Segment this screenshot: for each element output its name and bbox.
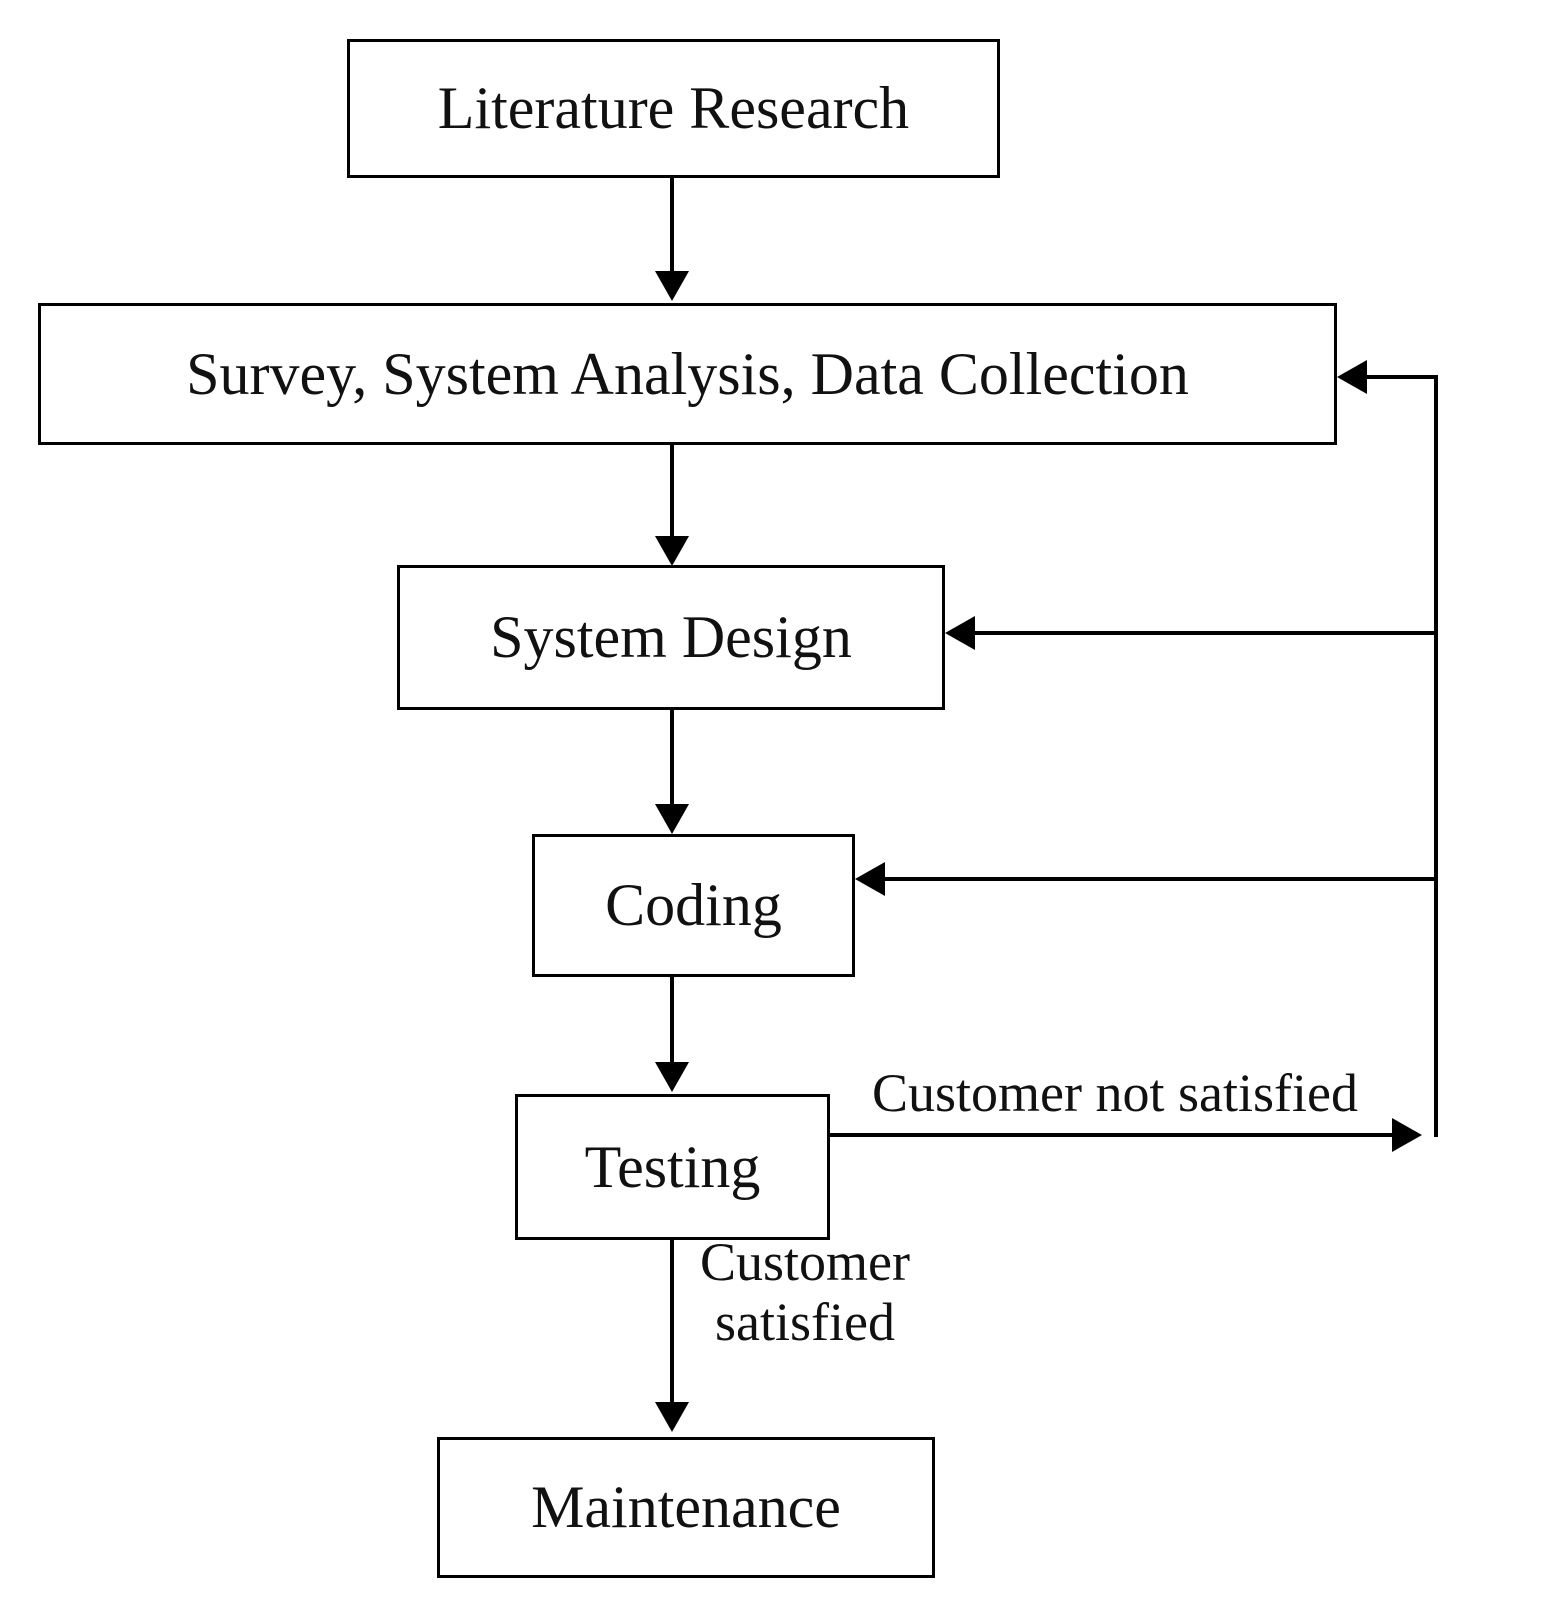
node-survey-label: Survey, System Analysis, Data Collection xyxy=(186,340,1189,407)
feedback-branch-to-system-design-line xyxy=(975,631,1438,635)
node-system-design[interactable]: System Design xyxy=(397,565,945,710)
edge-label-customer-satisfied: Customer satisfied xyxy=(700,1232,910,1353)
feedback-branch-to-system-design-arrowhead xyxy=(945,616,975,650)
node-survey-system-analysis-data-collection[interactable]: Survey, System Analysis, Data Collection xyxy=(38,303,1337,445)
edge-literature-to-survey-arrowhead xyxy=(655,271,689,301)
node-coding[interactable]: Coding xyxy=(532,834,855,977)
edge-testing-to-maintenance-arrowhead xyxy=(655,1402,689,1432)
feedback-branch-to-coding-line xyxy=(885,877,1438,881)
node-literature-research[interactable]: Literature Research xyxy=(347,39,1000,178)
node-coding-label: Coding xyxy=(605,872,782,938)
edge-coding-to-testing-line xyxy=(670,977,674,1067)
node-system-design-label: System Design xyxy=(490,604,852,670)
node-maintenance-label: Maintenance xyxy=(531,1474,841,1540)
edge-coding-to-testing-arrowhead xyxy=(655,1062,689,1092)
edge-survey-to-system-design-arrowhead xyxy=(655,536,689,566)
edge-literature-to-survey-line xyxy=(670,178,674,275)
feedback-branch-to-survey-arrowhead xyxy=(1337,360,1367,394)
edge-testing-to-maintenance-line xyxy=(670,1240,674,1405)
edge-testing-feedback-horizontal xyxy=(830,1133,1405,1137)
node-testing[interactable]: Testing xyxy=(515,1094,830,1240)
edge-survey-to-system-design-line xyxy=(670,445,674,540)
feedback-trunk-vertical-line xyxy=(1434,375,1438,1137)
node-literature-research-label: Literature Research xyxy=(437,75,910,141)
feedback-branch-to-coding-arrowhead xyxy=(855,862,885,896)
edge-testing-feedback-arrowhead xyxy=(1392,1118,1422,1152)
node-testing-label: Testing xyxy=(584,1133,761,1200)
edge-system-design-to-coding-arrowhead xyxy=(655,804,689,834)
feedback-branch-to-survey-line xyxy=(1367,375,1438,379)
edge-label-customer-not-satisfied: Customer not satisfied xyxy=(872,1063,1358,1123)
edge-system-design-to-coding-line xyxy=(670,710,674,808)
node-maintenance[interactable]: Maintenance xyxy=(437,1437,935,1578)
